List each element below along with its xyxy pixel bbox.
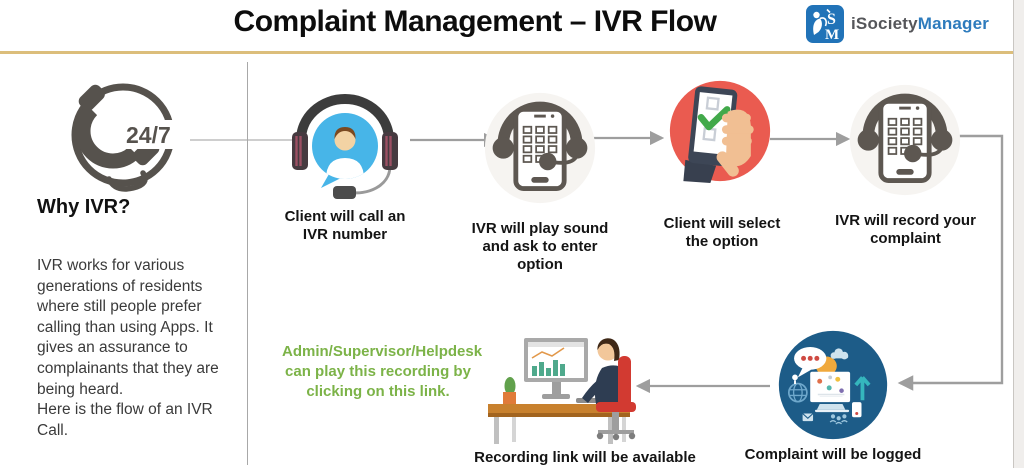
section-divider bbox=[247, 62, 248, 465]
recording-link-label: Recording link will be available bbox=[474, 449, 696, 466]
agent-desk-illustration bbox=[488, 338, 636, 444]
phone-headset-icon bbox=[484, 92, 596, 204]
phone-247-icon: 24/7 bbox=[71, 83, 190, 192]
logo-letter-s: S bbox=[827, 11, 836, 28]
brand-second: Manager bbox=[917, 14, 990, 33]
step1-label: Client will call an IVR number bbox=[284, 208, 406, 243]
page-title: Complaint Management – IVR Flow bbox=[233, 5, 717, 38]
client-headset-icon bbox=[292, 94, 398, 199]
brand-first: iSociety bbox=[851, 14, 918, 33]
why-ivr-heading: Why IVR? bbox=[37, 196, 131, 218]
why-ivr-paragraph: IVR works for various generations of res… bbox=[37, 257, 219, 439]
hand-phone-checklist-icon bbox=[669, 80, 771, 184]
step4-label: IVR will record your complaint bbox=[835, 212, 976, 247]
isocietymanager-logo-icon: S M bbox=[806, 5, 844, 43]
header-divider bbox=[0, 51, 1016, 54]
phone-headset-icon bbox=[849, 84, 961, 196]
complaint-logged-label: Complaint will be logged bbox=[744, 446, 922, 463]
slide-right-edge bbox=[1013, 0, 1024, 468]
brand-wordmark: iSocietyManager bbox=[851, 14, 989, 34]
step2-label: IVR will play sound and ask to enter opt… bbox=[471, 220, 609, 273]
complaint-logged-icon bbox=[778, 330, 888, 440]
admin-playback-note: Admin/Supervisor/Helpdesk can play this … bbox=[282, 343, 483, 400]
logo-letter-m: M bbox=[825, 27, 839, 43]
badge-247-label: 24/7 bbox=[126, 122, 171, 148]
brand-logo: S M iSocietyManager bbox=[806, 5, 989, 43]
step3-label: Client will select the option bbox=[663, 215, 781, 250]
